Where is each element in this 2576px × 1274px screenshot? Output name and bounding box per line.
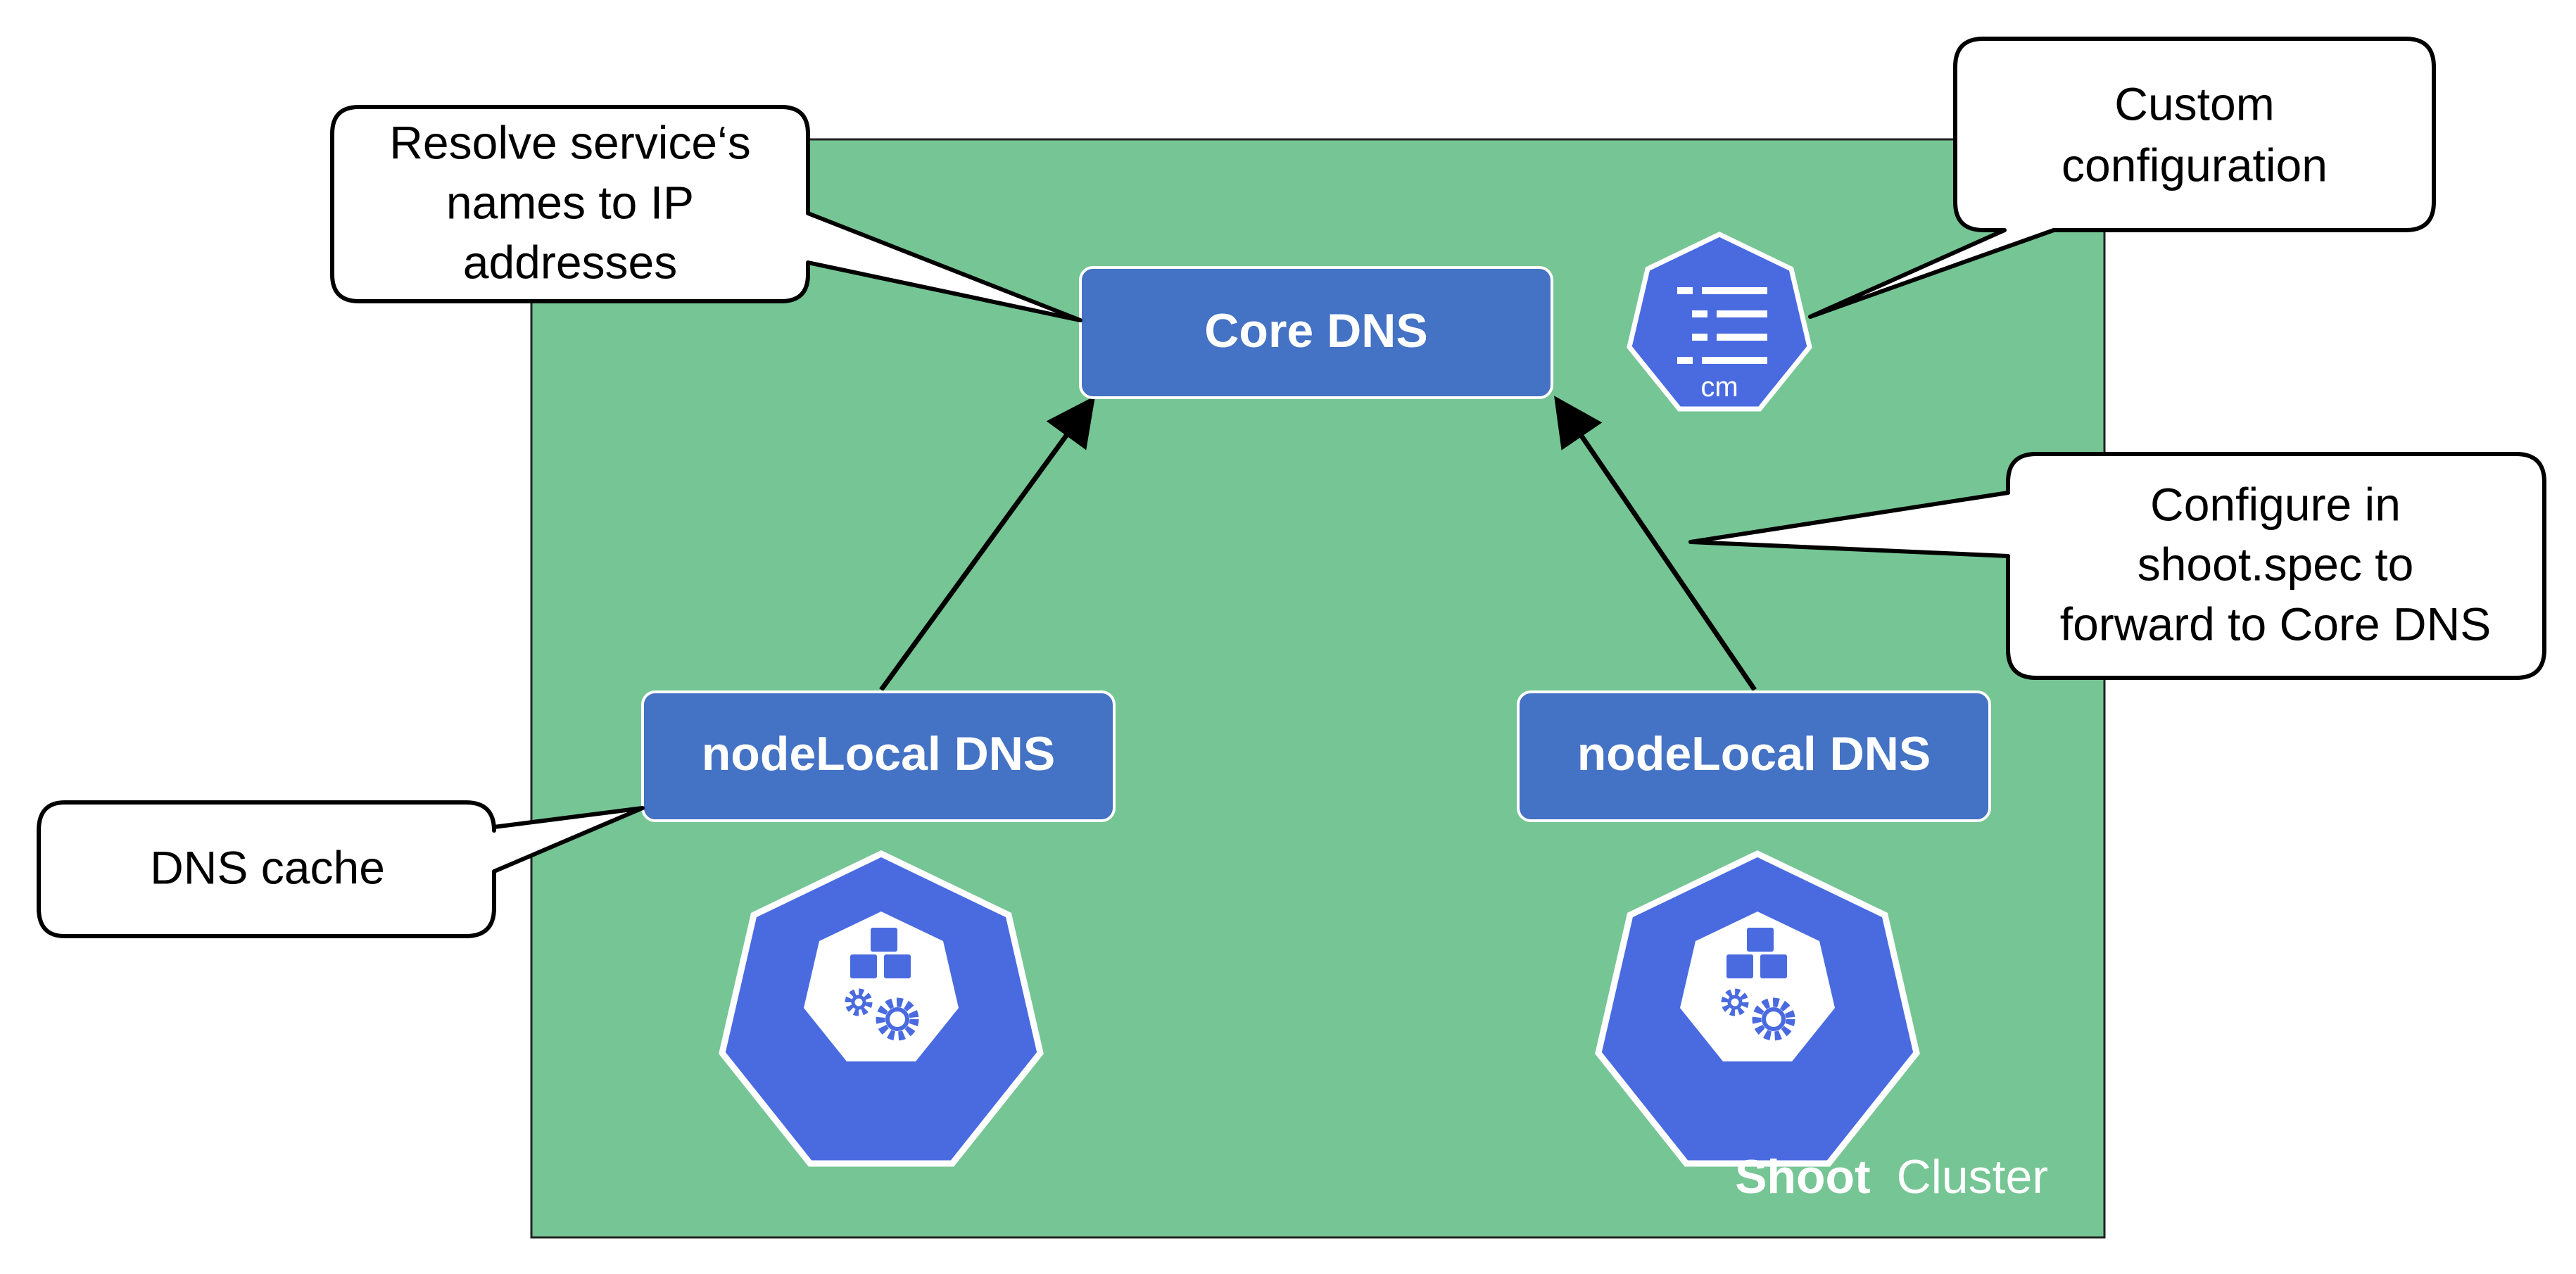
callout-resolve-line-3: addresses xyxy=(463,236,678,288)
callout-configure: Configure in shoot.spec to forward to Co… xyxy=(1688,452,2546,680)
callout-configure-line-3: forward to Core DNS xyxy=(2060,598,2492,650)
callout-configure-line-2: shoot.spec to xyxy=(2138,538,2414,590)
node-local-dns-right-label: nodeLocal DNS xyxy=(1577,727,1931,781)
cluster-label: Shoot Cluster xyxy=(1735,1150,2048,1204)
callout-dns-cache: DNS cache xyxy=(37,800,645,938)
callout-configure-line-1: Configure in xyxy=(2150,478,2401,530)
callout-custom-config: Custom configuration xyxy=(1808,37,2436,319)
deployment-icon-left xyxy=(719,850,1044,1167)
callout-custom-line-2: configuration xyxy=(2062,139,2328,191)
configmap-label: cm xyxy=(1700,372,1738,403)
cluster-label-regular: Cluster xyxy=(1897,1150,2048,1204)
arrow-left-to-core xyxy=(879,396,1096,692)
node-local-dns-left-label: nodeLocal DNS xyxy=(702,727,1056,781)
node-local-dns-right-box: nodeLocal DNS xyxy=(1517,690,1991,822)
arrow-right-to-core xyxy=(1554,396,1757,691)
core-dns-label: Core DNS xyxy=(1204,304,1427,358)
deployment-icon-right xyxy=(1595,850,1920,1167)
callout-resolve: Resolve service‘s names to IP addresses xyxy=(330,105,1082,322)
callout-resolve-line-2: names to IP xyxy=(446,176,694,228)
node-local-dns-left-box: nodeLocal DNS xyxy=(641,690,1116,822)
callout-custom-line-1: Custom xyxy=(2114,77,2274,130)
callout-resolve-line-1: Resolve service‘s xyxy=(389,116,751,168)
cluster-label-bold: Shoot xyxy=(1735,1150,1871,1204)
core-dns-box: Core DNS xyxy=(1079,266,1553,399)
callout-dns-cache-line-1: DNS cache xyxy=(150,841,385,893)
configmap-icon: cm xyxy=(1627,232,1812,412)
